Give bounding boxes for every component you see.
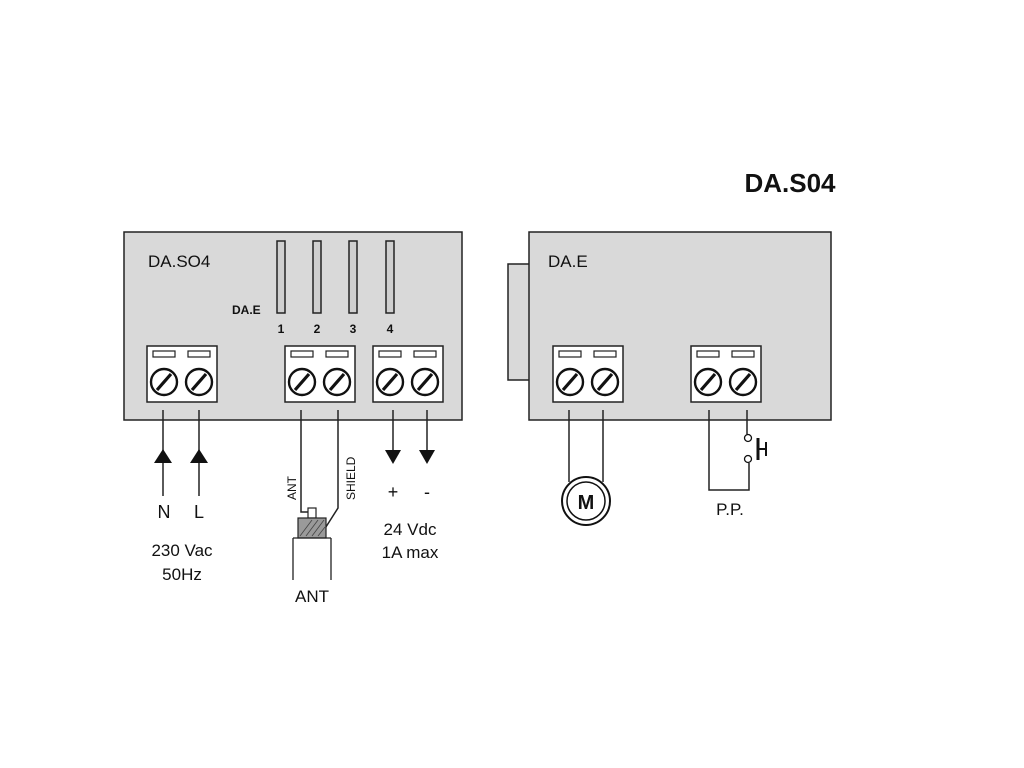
terminal-l-label: L	[194, 502, 204, 522]
motor-wiring: M	[561, 410, 611, 526]
arrow-down-plus	[385, 450, 401, 464]
slot-tag-label: DA.E	[232, 303, 261, 317]
power-frequency-label: 50Hz	[162, 565, 202, 584]
terminal-tab	[731, 350, 755, 358]
terminal-tab	[696, 350, 720, 358]
terminal-tab	[378, 350, 402, 358]
pushbutton-label: P.P.	[716, 500, 744, 519]
terminal-block-power	[146, 345, 218, 403]
output-wiring: + - 24 Vdc 1A max	[382, 410, 439, 562]
output-current-label: 1A max	[382, 543, 439, 562]
terminal-tab	[325, 350, 349, 358]
antenna-caption: ANT	[295, 587, 329, 606]
slot-3	[348, 240, 358, 314]
screw-slot	[596, 372, 614, 392]
power-voltage-label: 230 Vac	[151, 541, 213, 560]
receiver-label: DA.SO4	[148, 252, 210, 271]
screw-slot	[381, 372, 399, 392]
wire-antenna-shield	[323, 410, 339, 531]
arrow-up-n	[154, 449, 172, 463]
terminal-block-motor	[552, 345, 624, 403]
terminal-tab	[152, 350, 176, 358]
terminal-tab	[593, 350, 617, 358]
expansion-module: DA.E	[507, 231, 832, 421]
receiver-unit: DA.SO4 DA.E 1 2 3 4	[123, 231, 463, 421]
wire-antenna-core	[300, 410, 312, 513]
output-plus-label: +	[388, 482, 399, 502]
screw-slot	[734, 372, 752, 392]
pushbutton-wiring: P.P.	[708, 410, 767, 519]
slot-group: DA.E 1 2 3 4	[232, 240, 395, 336]
wire-ant-label: ANT	[285, 475, 299, 500]
slot-2	[312, 240, 322, 314]
output-voltage-label: 24 Vdc	[384, 520, 437, 539]
slot-number-2: 2	[314, 322, 321, 336]
terminal-tab	[290, 350, 314, 358]
screw-slot	[190, 372, 208, 392]
diagram-title: DA.S04	[744, 168, 836, 198]
terminal-block-pushbutton	[690, 345, 762, 403]
terminal-tab	[187, 350, 211, 358]
screw-slot	[155, 372, 173, 392]
slot-number-3: 3	[350, 322, 357, 336]
terminal-tab	[413, 350, 437, 358]
module-connector-tab	[507, 263, 531, 381]
coax-cable-icon	[292, 507, 332, 580]
output-minus-label: -	[424, 482, 430, 502]
wire-pushbutton-a	[708, 410, 750, 491]
slot-number-1: 1	[278, 322, 285, 336]
screw-slot	[293, 372, 311, 392]
terminal-block-output	[372, 345, 444, 403]
antenna-wiring: ANT SHIELD ANT	[285, 410, 358, 606]
motor-icon: M	[561, 476, 611, 526]
screw-slot	[328, 372, 346, 392]
slot-number-4: 4	[387, 322, 394, 336]
power-wiring: N L 230 Vac 50Hz	[151, 410, 213, 584]
terminal-tab	[558, 350, 582, 358]
terminal-n-label: N	[158, 502, 171, 522]
screw-slot	[416, 372, 434, 392]
module-label: DA.E	[548, 252, 588, 271]
wire-shield-label: SHIELD	[344, 456, 358, 500]
slot-4	[385, 240, 395, 314]
pushbutton-icon	[743, 433, 767, 464]
screw-slot	[699, 372, 717, 392]
slot-1	[276, 240, 286, 314]
arrow-up-l	[190, 449, 208, 463]
screw-slot	[561, 372, 579, 392]
arrow-down-minus	[419, 450, 435, 464]
motor-symbol: M	[578, 492, 595, 514]
terminal-block-antenna	[284, 345, 356, 403]
